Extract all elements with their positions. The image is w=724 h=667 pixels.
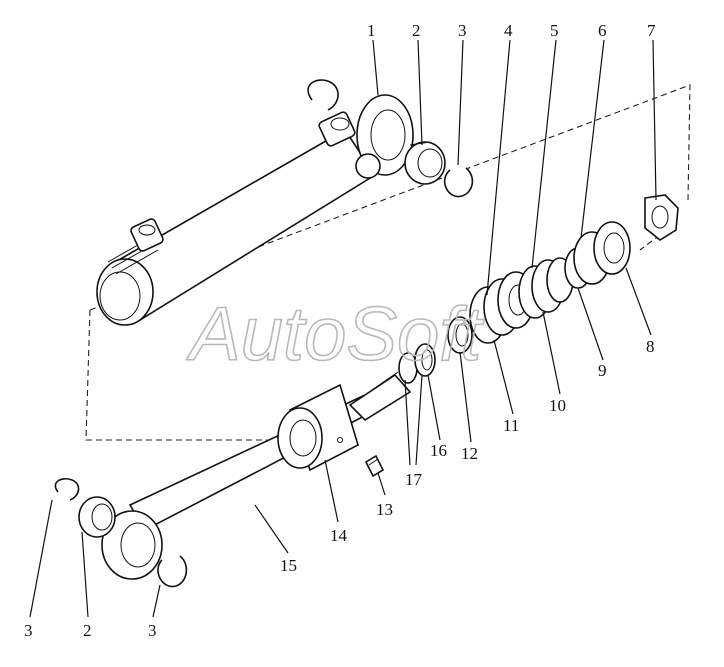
callout-8: 8	[646, 337, 655, 356]
callout-13: 13	[376, 500, 393, 519]
callout-6: 6	[598, 21, 607, 40]
callout-16: 16	[430, 441, 447, 460]
piston-rod	[101, 371, 412, 580]
callout-11: 11	[503, 416, 519, 435]
callout-labels: 1 2 3 4 5 6 7 8 9 10 11 12 16 17 13 14 1…	[24, 21, 656, 640]
retaining-ring-bottom-right	[157, 555, 188, 588]
rod-seals	[398, 343, 436, 384]
piston-seal-stack	[469, 271, 535, 344]
bushing-top	[404, 141, 446, 185]
retaining-ring-bottom-left	[54, 477, 80, 501]
set-screw	[364, 454, 385, 478]
callout-10: 10	[549, 396, 566, 415]
callout-3: 3	[458, 21, 467, 40]
callout-15: 15	[280, 556, 297, 575]
callout-17: 17	[405, 470, 423, 489]
callout-9: 9	[598, 361, 607, 380]
callout-2: 2	[412, 21, 421, 40]
callout-7: 7	[647, 21, 656, 40]
watermark: AutoSoft	[186, 292, 484, 377]
callout-3-bottom-left: 3	[24, 621, 33, 640]
retaining-ring-top	[444, 167, 474, 198]
callout-12: 12	[461, 444, 478, 463]
callout-3-bottom-right: 3	[148, 621, 157, 640]
cylinder-body	[96, 94, 414, 326]
bushing-bottom	[78, 496, 116, 538]
callout-4: 4	[504, 21, 513, 40]
retaining-ring-top-left	[307, 79, 339, 111]
callout-1: 1	[367, 21, 376, 40]
spacer	[573, 221, 631, 285]
nut	[644, 194, 679, 241]
rod-guide	[277, 383, 359, 472]
callout-14: 14	[330, 526, 348, 545]
leader-lines	[29, 39, 657, 618]
callout-2-bottom: 2	[83, 621, 92, 640]
callout-5: 5	[550, 21, 559, 40]
